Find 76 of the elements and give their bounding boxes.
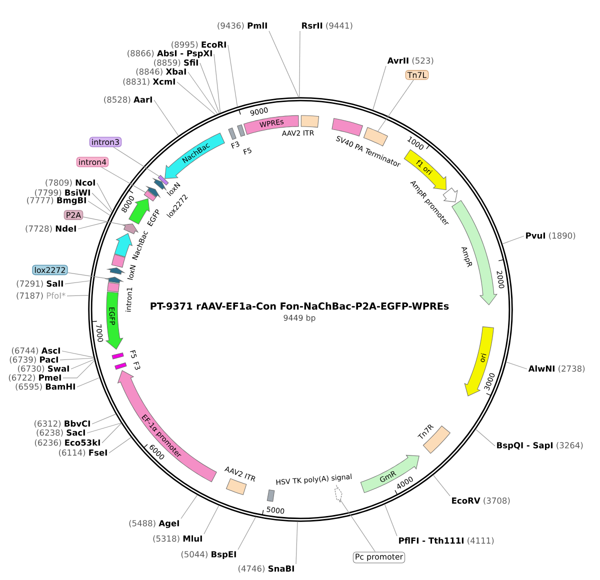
leader-line (180, 494, 198, 519)
site-label: (6730) SwaI (18, 365, 69, 373)
site-label: (7799) BsiWI (35, 189, 90, 197)
leader-line (101, 166, 146, 193)
leader-line (238, 516, 256, 550)
leader-line (200, 62, 220, 114)
leader-line (76, 377, 100, 388)
site-label: (7728) NdeI (26, 225, 76, 233)
feature-shape (104, 276, 124, 284)
site-label: RsrII (9441) (302, 22, 352, 30)
site-label: (5044) BspEI (181, 551, 236, 559)
leader-line (60, 358, 94, 360)
leader-line (78, 221, 108, 230)
leader-line (176, 82, 216, 116)
leader-line (92, 192, 112, 213)
site-label: BspQI - SapI (3264) (497, 442, 583, 450)
leader-line (86, 422, 122, 434)
leader-line (188, 72, 218, 114)
site-label: (7809) NcoI (46, 179, 95, 187)
leader-line (372, 66, 386, 110)
leader-line (92, 414, 116, 424)
site-label: (4746) SnaBI (238, 565, 294, 573)
feature-box (363, 127, 388, 146)
leader-line (96, 182, 113, 212)
site-label: (8995) EcoRI (172, 41, 226, 49)
site-label: (8859) SfiI (154, 59, 198, 67)
site-label: (6595) BamHI (16, 383, 75, 391)
leader-line (102, 422, 122, 444)
leader-line (62, 360, 95, 378)
site-label: (6114) FseI (59, 449, 107, 457)
leader-line (64, 280, 91, 284)
leader-line (475, 428, 496, 446)
site-label: PflFI - Tth111I (4111) (399, 537, 494, 545)
leader-line (88, 200, 111, 216)
site-label: EcoRV (3708) (452, 497, 510, 505)
site-label: (8846) XbaI (136, 68, 186, 76)
leader-line (108, 437, 132, 454)
site-label: (6739) PacI (10, 356, 58, 364)
site-label: (5488) AgeI (129, 520, 179, 528)
site-label: (6236) Eco53kI (34, 439, 100, 447)
leader-line (502, 236, 524, 244)
site-label: (8528) AarI (104, 96, 152, 104)
leader-line (378, 80, 414, 132)
leader-line (299, 30, 300, 98)
site-label: (9436) PmlI (218, 22, 267, 30)
site-label: AvrII (523) (387, 57, 434, 65)
leader-line (62, 350, 94, 358)
site-label: (7187) PfoI* (16, 292, 66, 300)
feature-box (111, 254, 126, 268)
site-label: (8866) AbsI - PspXI (128, 50, 212, 58)
site-label: (6722) PmeI (8, 374, 61, 382)
leader-line (154, 100, 179, 136)
leader-line (204, 505, 220, 534)
leader-line (268, 30, 299, 98)
site-label: (6238) SacI (36, 429, 85, 437)
leader-line (228, 44, 238, 108)
site-label: AlwNI (2738) (528, 365, 585, 373)
leader-line (296, 521, 298, 564)
leader-line (384, 504, 398, 536)
leader-line (506, 362, 528, 370)
title: PT-9371 rAAV-EF1a-Con Fon-NaChBac-P2A-EGFP-WPREs (150, 302, 449, 310)
site-label: (8831) XcmI (123, 78, 175, 86)
site-label: (6744) AscI (12, 347, 60, 355)
site-label: PvuI (1890) (526, 232, 576, 240)
site-label: (5318) MluI (153, 535, 202, 543)
leader-line (70, 359, 95, 370)
leader-line (214, 54, 221, 114)
leader-line (432, 474, 450, 496)
leader-line (66, 295, 90, 296)
site-label: (7291) SalI (16, 280, 63, 288)
site-label: (7777) BmgBI (27, 196, 86, 205)
leader-line (340, 499, 376, 552)
leader-line (82, 216, 126, 226)
site-label: (6312) BbvCI (34, 420, 90, 428)
leader-line (113, 146, 160, 177)
leader-line (67, 272, 109, 280)
